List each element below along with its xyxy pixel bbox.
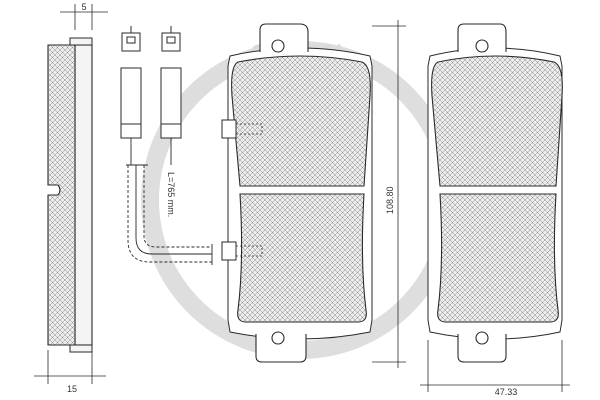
dimension-top-label: 5 [81,2,86,12]
wire-length-label: L=765 mm. [166,172,176,217]
dimension-top: 5 [60,2,108,30]
wear-sensor-connectors [120,26,182,139]
dimension-height-label: 108.80 [385,186,395,214]
dimension-height: 108.80 [372,20,406,368]
dimension-bottom-label: 15 [67,384,77,394]
dimension-width: 47.33 [420,340,570,397]
dimension-width-label: 47.33 [495,387,518,397]
side-view-backplate [47,37,93,353]
brake-pad-front-left [221,23,373,363]
brake-pad-front-right [427,23,563,363]
sensor-cable [126,138,213,265]
dimension-bottom: 15 [34,350,106,394]
